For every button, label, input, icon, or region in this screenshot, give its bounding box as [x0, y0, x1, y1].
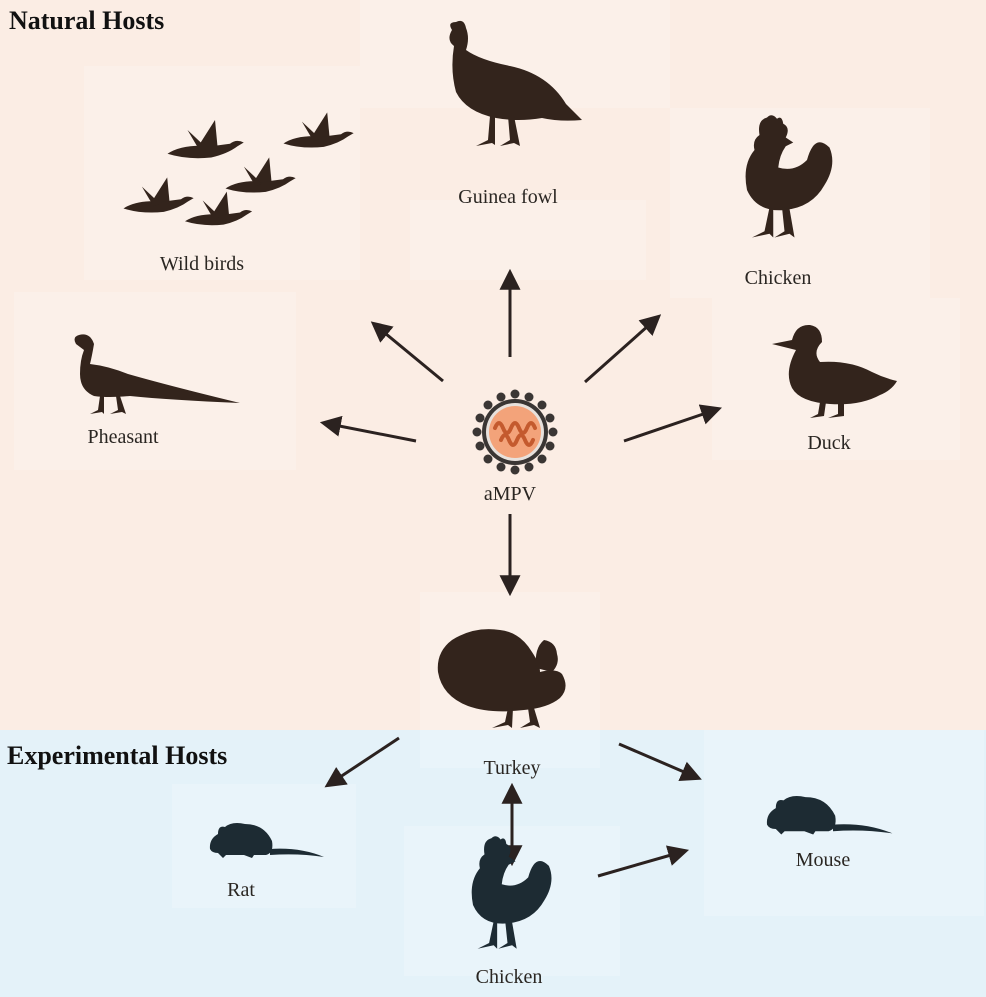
arrow-to-mouse-from-chicken — [597, 845, 690, 878]
chicken-natural-label: Chicken — [745, 267, 812, 289]
pheasant-label: Pheasant — [87, 426, 159, 448]
arrow-to-wild-birds — [370, 321, 444, 383]
natural-hosts-title: Natural Hosts — [9, 6, 164, 35]
chicken-experimental-label: Chicken — [476, 966, 543, 988]
turkey-icon — [437, 629, 566, 728]
arrows — [319, 268, 722, 878]
arrow-to-rat — [324, 736, 400, 788]
arrow-to-mouse-from-turkey — [618, 742, 702, 782]
rat-label: Rat — [227, 879, 255, 901]
duck-label: Duck — [807, 432, 850, 454]
arrow-to-duck — [623, 404, 722, 443]
arrow-to-pheasant — [319, 415, 417, 443]
guinea-fowl-icon — [449, 20, 582, 146]
pheasant-icon — [74, 334, 240, 414]
natural-host-silhouettes — [74, 20, 897, 728]
turkey-label: Turkey — [483, 757, 540, 779]
guinea-fowl-label: Guinea fowl — [458, 186, 558, 208]
duck-icon — [772, 324, 897, 418]
virus-label: aMPV — [484, 483, 537, 505]
experimental-hosts-title: Experimental Hosts — [7, 741, 227, 770]
virus-icon — [472, 389, 558, 475]
wild-birds-label: Wild birds — [160, 253, 244, 275]
arrow-to-chicken — [584, 314, 662, 384]
mouse-label: Mouse — [796, 849, 851, 871]
